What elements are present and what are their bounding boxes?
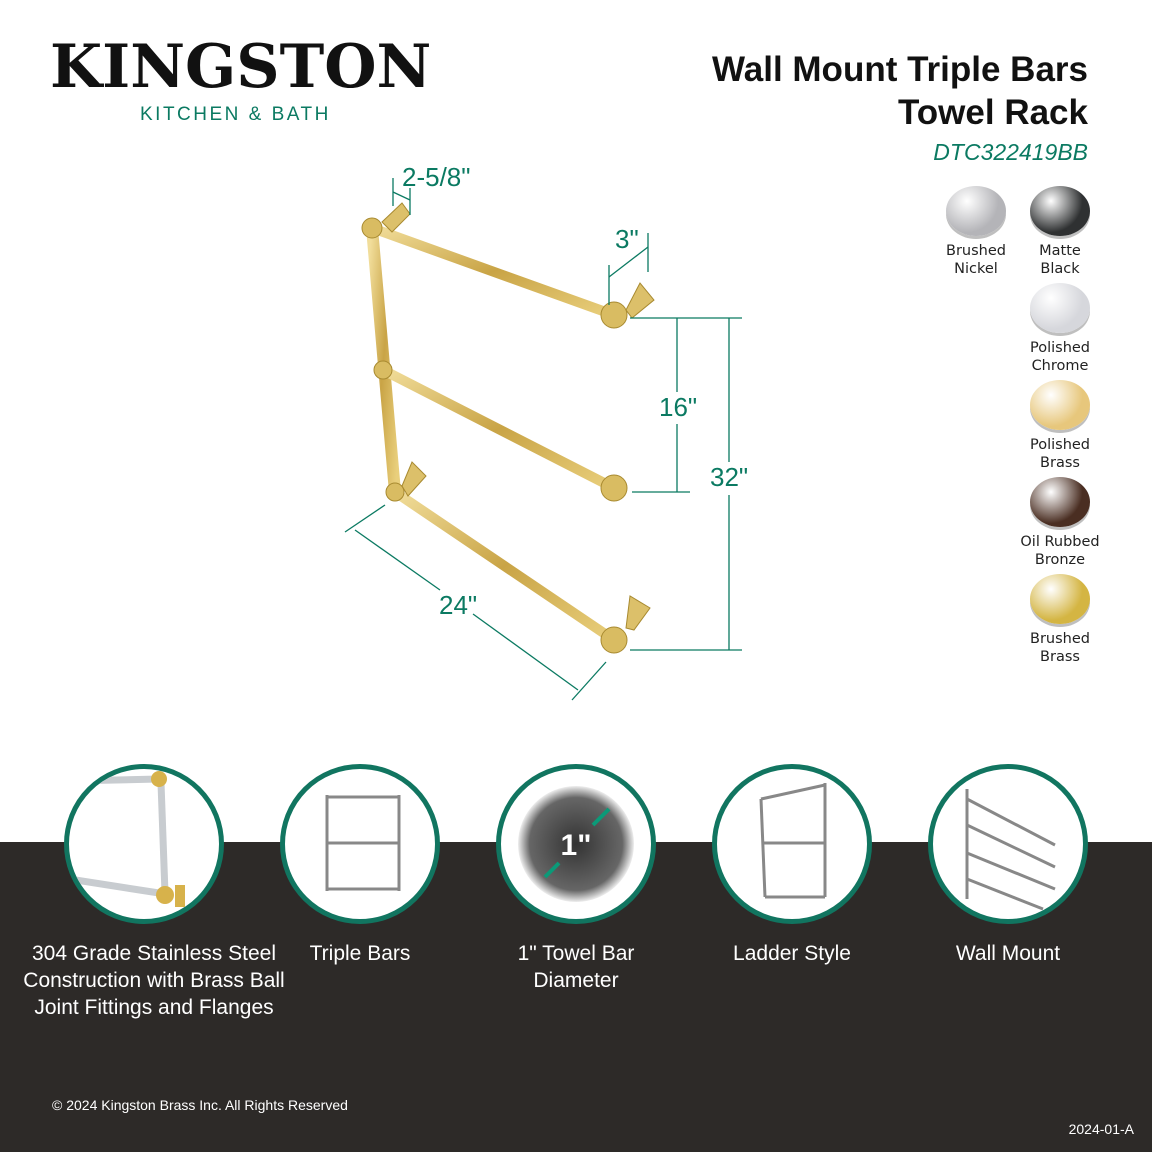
finish-color-disc [1030, 380, 1090, 430]
feature-label: Ladder Style [733, 942, 851, 965]
finish-color-disc [1030, 186, 1090, 236]
feature-label: 304 Grade Stainless Steel Construction w… [23, 942, 285, 1019]
towel-rack-diagram: 2-5/8" 3" 16" 32" 24" [344, 162, 748, 701]
triple-bars-icon [280, 764, 440, 924]
finish-name-line2: Bronze [1034, 552, 1086, 568]
finish-name-line2: Brass [1040, 649, 1080, 665]
feature-label: Wall Mount [955, 942, 1061, 965]
dim-flange-depth: 2-5/8" [402, 162, 471, 192]
diameter-icon: 1" [496, 764, 656, 924]
finish-name-line1: Brushed [946, 243, 1006, 259]
finish-color-disc [946, 186, 1006, 236]
finish-name-line1: Polished [1029, 437, 1091, 453]
diameter-text: 1" [561, 829, 592, 862]
finish-color-disc [1030, 477, 1090, 527]
model-number: DTC322419BB [933, 139, 1088, 165]
dimension-lines [344, 178, 742, 701]
finish-name-line2: Brass [1040, 455, 1080, 471]
finish-name-line1: Polished [1029, 340, 1091, 356]
product-title: Wall Mount Triple Bars Towel Rack [712, 48, 1088, 134]
rack [366, 222, 621, 647]
dim-projection: 3" [615, 224, 639, 254]
dim-height: 32" [710, 462, 748, 492]
finish-name-line1: Brushed [1030, 631, 1090, 647]
version-code: 2024-01-A [1068, 1121, 1134, 1137]
dim-bar-spacing: 16" [659, 392, 697, 422]
finish-name-line2: Chrome [1031, 358, 1089, 374]
feature-label: Triple Bars [309, 942, 411, 965]
finish-color-disc [1030, 283, 1090, 333]
finish-name-line1: Oil Rubbed [1020, 534, 1100, 550]
title-line-2: Towel Rack [898, 93, 1088, 132]
finish-name-line1: Matte [1039, 243, 1081, 259]
title-line-1: Wall Mount Triple Bars [712, 50, 1088, 89]
finish-name-line2: Nickel [954, 261, 998, 277]
finish-name-line2: Black [1040, 261, 1080, 277]
brand-logo: KINGSTON [50, 32, 432, 102]
finish-color-disc [1030, 574, 1090, 624]
ball-joints [361, 217, 628, 654]
flanges [381, 202, 655, 631]
copyright: © 2024 Kingston Brass Inc. All Rights Re… [52, 1097, 348, 1113]
feature-label: 1" Towel Bar Diameter [517, 942, 635, 992]
brand-tagline: KITCHEN & BATH [140, 104, 331, 125]
ladder-icon [712, 764, 872, 924]
stainless-brass-joint-icon [64, 764, 224, 924]
dim-width: 24" [439, 590, 477, 620]
wall-mount-icon [928, 764, 1088, 924]
